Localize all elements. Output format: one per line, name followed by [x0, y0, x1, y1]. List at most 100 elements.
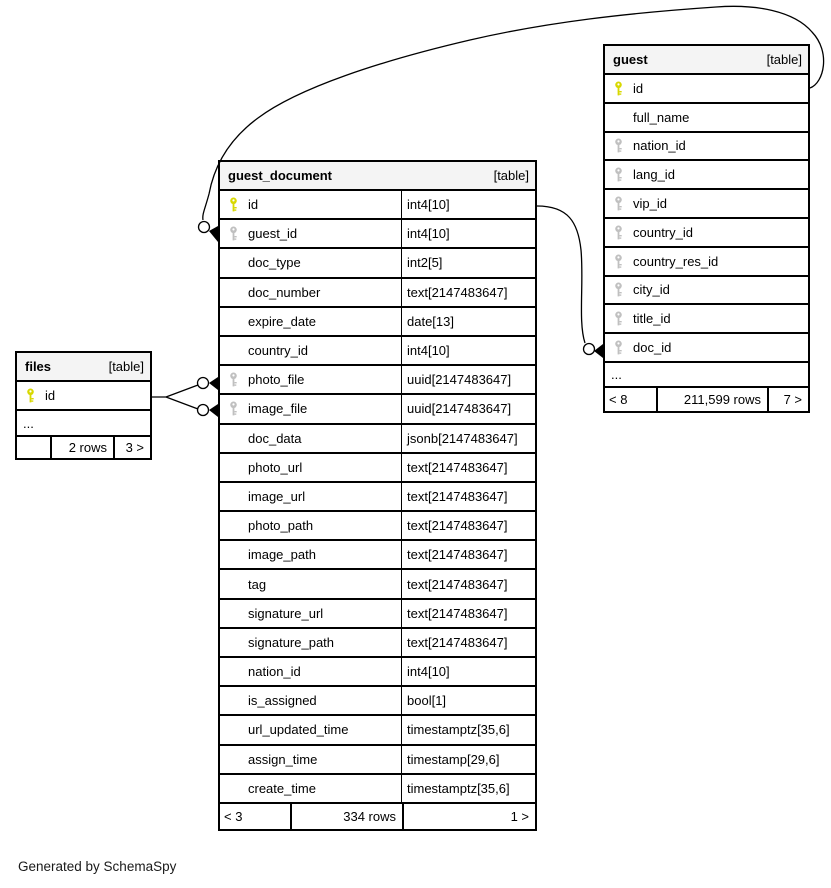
column-name: ... [23, 415, 34, 431]
column-type: text[2147483647] [401, 482, 535, 511]
foreign-key-icon [615, 340, 622, 355]
pager-rowcount: 334 rows [292, 803, 404, 829]
column-name: lang_id [633, 167, 675, 183]
table-pager-guest: < 8 211,599 rows 7 > [605, 387, 808, 411]
pager-children: 1 > [510, 808, 529, 824]
pager-parents [17, 437, 52, 459]
table-title: guest_document [228, 168, 333, 183]
table-files[interactable]: files [table] id ... [15, 351, 152, 461]
column-name-cell: image_file [220, 395, 401, 422]
column-row-nation_id: nation_id int4[10] [220, 658, 535, 688]
foreign-key-icon [230, 401, 237, 416]
column-name-cell: image_path [220, 541, 401, 568]
column-name-cell: country_id [605, 219, 808, 246]
pager-parents: < 8 [605, 387, 658, 411]
column-name: ... [611, 366, 622, 382]
column-name-cell: nation_id [605, 133, 808, 160]
column-type: timestamptz[35,6] [401, 716, 535, 744]
foreign-key-icon [230, 226, 237, 241]
column-name-cell: id [605, 75, 808, 102]
column-type: int2[5] [401, 249, 535, 277]
crowsfoot-circle-guest-id-fk [197, 220, 211, 234]
foreign-key-icon [615, 196, 622, 211]
column-name: photo_url [248, 459, 303, 475]
column-row-ellipsis: ... [17, 411, 150, 438]
column-type: int4[10] [401, 336, 535, 365]
column-name-cell: doc_data [220, 425, 401, 452]
column-name: photo_path [248, 518, 314, 534]
column-row-expire_date: expire_date date[13] [220, 307, 535, 337]
primary-key-icon [615, 81, 622, 96]
foreign-key-icon [615, 138, 622, 153]
column-name-cell: id [17, 382, 150, 409]
table-header-files[interactable]: files [table] [17, 353, 150, 382]
column-name: expire_date [248, 313, 316, 329]
crowsfoot-circle-photo-file-fk [196, 376, 210, 390]
column-name-cell: guest_id [220, 220, 401, 247]
column-name-cell: signature_path [220, 629, 401, 656]
table-badge: [table] [493, 168, 529, 183]
table-guest-document[interactable]: guest_document [table] id int4[10] [218, 160, 537, 831]
column-row-doc_number: doc_number text[2147483647] [220, 278, 535, 308]
column-name: doc_id [633, 340, 672, 356]
column-name: nation_id [633, 138, 686, 154]
foreign-key-icon [230, 372, 237, 387]
column-row-image_file: image_file uuid[2147483647] [220, 395, 535, 425]
column-row-ellipsis: ... [605, 363, 808, 388]
column-type: timestamptz[35,6] [401, 774, 535, 802]
arrowhead-photo-file-fk [209, 377, 218, 390]
column-name-cell: assign_time [220, 746, 401, 773]
column-type: text[2147483647] [401, 512, 535, 540]
column-name-cell: ... [17, 411, 150, 435]
column-row-country_id: country_id [605, 219, 808, 248]
column-name: country_id [248, 343, 308, 359]
column-name-cell: doc_id [605, 334, 808, 361]
primary-key-icon [27, 388, 34, 403]
column-name: tag [248, 576, 267, 592]
column-row-image_path: image_path text[2147483647] [220, 541, 535, 571]
column-row-photo_url: photo_url text[2147483647] [220, 453, 535, 483]
column-name-cell: photo_file [220, 366, 401, 393]
pager-rowcount: 2 rows [52, 437, 115, 459]
column-row-full_name: full_name [605, 104, 808, 133]
column-type: text[2147483647] [401, 570, 535, 598]
column-name: country_res_id [633, 253, 719, 269]
column-row-vip_id: vip_id [605, 190, 808, 219]
column-type: jsonb[2147483647] [401, 424, 535, 452]
column-type: text[2147483647] [401, 628, 535, 656]
column-name: title_id [633, 311, 671, 327]
column-type: int4[10] [401, 658, 535, 686]
column-row-city_id: city_id [605, 277, 808, 306]
column-name-cell: doc_type [220, 249, 401, 276]
arrowhead-guest-id-fk [209, 226, 218, 242]
column-type: int4[10] [401, 191, 535, 219]
column-row-country_res_id: country_res_id [605, 248, 808, 277]
column-row-url_updated_time: url_updated_time timestamptz[35,6] [220, 716, 535, 746]
column-type: timestamp[29,6] [401, 745, 535, 773]
column-name-cell: photo_path [220, 512, 401, 539]
column-type: text[2147483647] [401, 453, 535, 481]
column-rows-files: id ... [17, 382, 150, 438]
column-name: vip_id [633, 196, 667, 212]
table-header-guest-document[interactable]: guest_document [table] [220, 162, 535, 191]
crowsfoot-circle-doc-id-fk [582, 342, 596, 356]
column-row-title_id: title_id [605, 305, 808, 335]
table-guest[interactable]: guest [table] id full_na [603, 44, 810, 413]
column-name: photo_file [248, 372, 305, 388]
column-name-cell: title_id [605, 305, 808, 332]
column-row-country_id: country_id int4[10] [220, 336, 535, 367]
column-name: guest_id [248, 226, 298, 242]
column-name: assign_time [248, 751, 318, 767]
column-name-cell: ... [605, 363, 808, 386]
column-row-signature_path: signature_path text[2147483647] [220, 628, 535, 658]
table-header-guest[interactable]: guest [table] [605, 46, 808, 75]
table-badge: [table] [108, 359, 144, 374]
column-row-guest_id: guest_id int4[10] [220, 220, 535, 250]
column-type: text[2147483647] [401, 541, 535, 569]
column-name: doc_number [248, 284, 321, 300]
column-name: id [633, 80, 644, 96]
column-name: image_path [248, 547, 316, 563]
column-row-tag: tag text[2147483647] [220, 570, 535, 600]
column-name: image_file [248, 401, 308, 417]
column-name-cell: create_time [220, 775, 401, 802]
